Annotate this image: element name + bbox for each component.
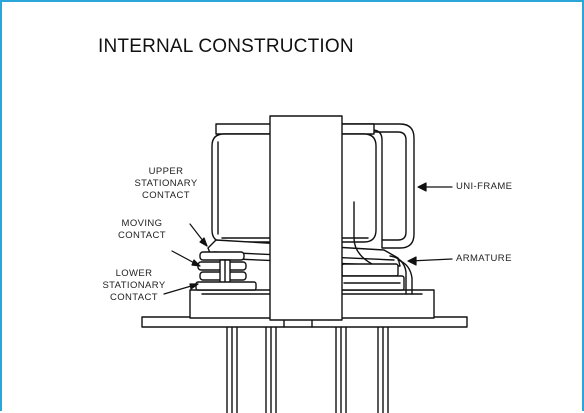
label-line: CONTACT: [117, 230, 166, 241]
relay-pins: [226, 323, 389, 413]
label-moving-contact: MOVING CONTACT: [106, 218, 178, 242]
label-line: CONTACT: [109, 292, 158, 303]
label-uni-frame: UNI-FRAME: [456, 181, 513, 192]
label-leaders: [163, 182, 453, 295]
label-lower-stationary-contact: LOWER STATIONARY CONTACT: [94, 268, 174, 304]
label-line: UPPER: [148, 166, 184, 177]
label-line: MOVING: [121, 218, 163, 229]
core-post: [269, 115, 343, 321]
contact-stack: [195, 251, 257, 291]
label-line: CONTACT: [141, 190, 190, 201]
label-upper-stationary-contact: UPPER STATIONARY CONTACT: [126, 166, 206, 202]
label-line: STATIONARY: [102, 280, 166, 291]
diagram-title: INTERNAL CONSTRUCTION: [98, 36, 354, 57]
label-line: LOWER: [115, 268, 153, 279]
right-contact-assembly: [337, 263, 405, 291]
label-line: STATIONARY: [134, 178, 198, 189]
label-armature: ARMATURE: [456, 253, 512, 264]
